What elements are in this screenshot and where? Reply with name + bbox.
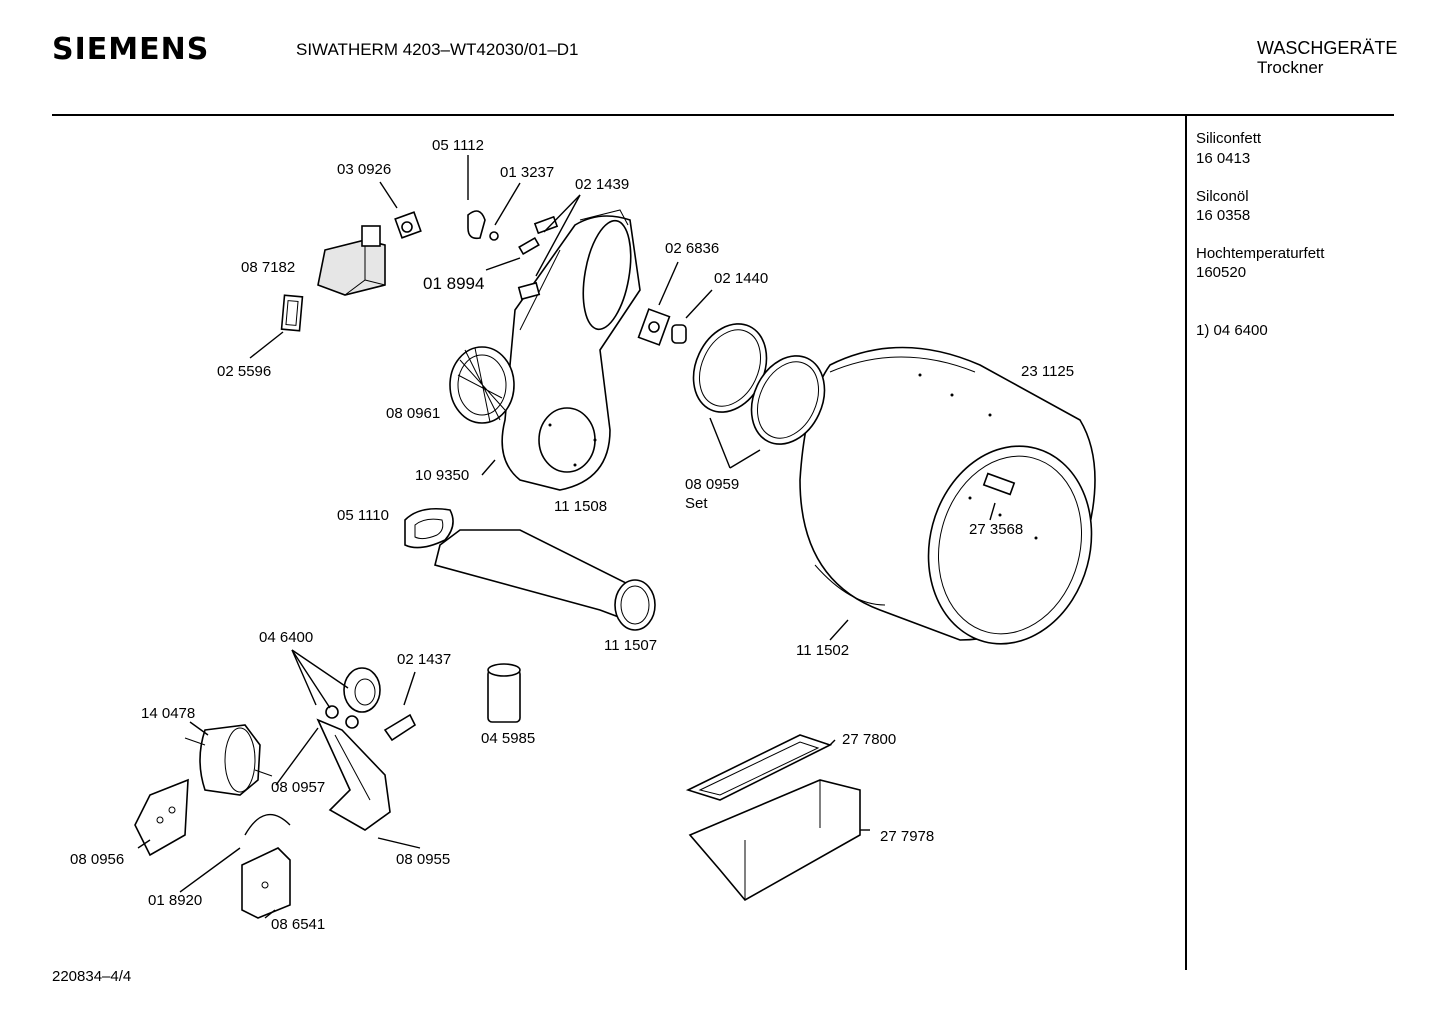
drum-drawing (799, 346, 1096, 645)
seal-frame-drawing (280, 294, 304, 332)
bearing-plate-drawing (637, 308, 687, 346)
lubricant-code-2: 16 0358 (1196, 207, 1251, 224)
pulley-drawing (325, 667, 417, 742)
motor-drawing (184, 724, 273, 796)
part-label: 27 7978 (880, 828, 935, 845)
part-label: 05 1112 (432, 137, 484, 154)
motor-bracket-drawing (134, 778, 189, 857)
lubricant-name-3: Hochtemperaturfett (1196, 245, 1325, 262)
part-label: 08 0956 (70, 851, 125, 868)
footnote: 1) 04 6400 (1196, 322, 1268, 339)
part-label: 02 5596 (217, 363, 272, 380)
part-label: 11 1508 (554, 498, 608, 515)
seal-rings-drawing (692, 323, 826, 445)
duct-gasket-drawing (404, 507, 454, 549)
part-label: 03 0926 (337, 161, 392, 178)
lubricant-code-3: 160520 (1196, 264, 1247, 281)
part-label: 08 6541 (271, 916, 326, 933)
part-label: 02 6836 (665, 240, 720, 257)
category-label: WASCHGERÄTE (1257, 38, 1398, 58)
air-duct-drawing (434, 529, 656, 631)
capacitor-drawing (487, 663, 521, 723)
part-label: 02 1439 (575, 176, 630, 193)
part-label: 01 8920 (148, 892, 203, 909)
part-label: 08 0961 (386, 405, 441, 422)
part-label: 08 0957 (271, 779, 326, 796)
part-label: 27 7800 (842, 731, 897, 748)
part-label: 11 1502 (796, 642, 850, 659)
part-label: 08 7182 (241, 259, 296, 276)
filter-housing-drawing (317, 225, 386, 296)
bracket-small-drawing (517, 215, 559, 301)
part-label: 04 6400 (259, 629, 314, 646)
fan-wheel-drawing (449, 346, 515, 424)
subcategory-label: Trockner (1257, 58, 1324, 77)
part-label: 04 5985 (481, 730, 536, 747)
part-label: 08 0959 (685, 476, 740, 493)
sidebar-divider (1185, 116, 1187, 970)
document-code: 220834–4/4 (52, 968, 132, 985)
lubricant-name-1: Siliconfett (1196, 130, 1262, 147)
clip-drawing (467, 210, 499, 241)
part-label: 14 0478 (141, 705, 196, 722)
model-title: SIWATHERM 4203–WT42030/01–D1 (296, 40, 579, 59)
support-bracket-drawing (241, 847, 291, 919)
sensor-drawing (394, 211, 422, 239)
part-label: 02 1437 (397, 651, 452, 668)
part-label: 01 3237 (500, 164, 555, 181)
siemens-logo: SIEMENS (52, 32, 210, 67)
part-label: 23 1125 (1021, 363, 1075, 380)
part-label: 27 3568 (969, 521, 1024, 538)
header-divider (52, 114, 1394, 116)
part-label: Set (685, 495, 708, 512)
leader-lines (137, 155, 996, 919)
filter-tray-drawing (688, 779, 861, 902)
lubricant-name-2: Silconöl (1196, 188, 1249, 205)
part-label: 08 0955 (396, 851, 451, 868)
part-label: 02 1440 (714, 270, 769, 287)
lubricant-code-1: 16 0413 (1196, 150, 1251, 167)
idler-arm-drawing (316, 718, 391, 831)
part-label: 01 8994 (423, 274, 485, 293)
part-label: 10 9350 (415, 467, 470, 484)
part-label: 11 1507 (604, 637, 658, 654)
strap-drawing (244, 813, 291, 836)
part-label: 05 1110 (337, 507, 389, 524)
